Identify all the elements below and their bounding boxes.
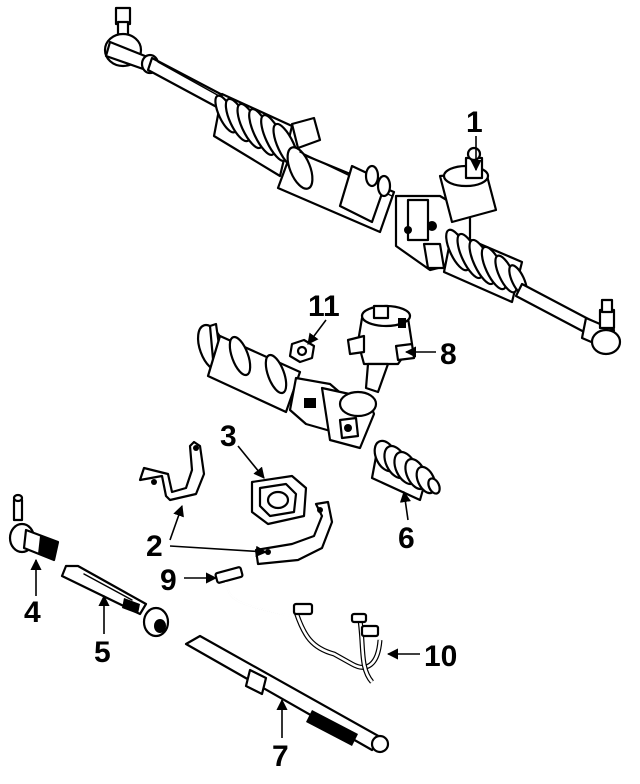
- rack-housing-bare: [196, 322, 378, 450]
- callout-10: 10: [424, 640, 457, 673]
- callout-7: 7: [272, 740, 289, 773]
- return-line-part-10: [292, 602, 383, 684]
- callout-9: 9: [160, 564, 177, 597]
- callout-6: 6: [398, 522, 415, 555]
- callout-2: 2: [146, 530, 163, 563]
- outer-tie-rod-end-part-4: [8, 493, 60, 562]
- bellow-boot-part-6: [370, 439, 441, 502]
- callout-8: 8: [440, 338, 457, 371]
- callout-11: 11: [308, 290, 340, 323]
- clamp-upper-part-2: [138, 440, 206, 502]
- rack-housing-tube: [276, 146, 396, 234]
- pinion-valve-housing: [394, 146, 498, 272]
- right-tie-rod-end: [580, 298, 622, 356]
- rack-and-pinion-assembly: [103, 6, 622, 356]
- callout-3: 3: [220, 420, 237, 453]
- callout-1: 1: [466, 106, 483, 139]
- right-bellow-boot: [442, 228, 528, 304]
- callout-labels: 1 2 3 4 5 6 7 8 9 10 11: [24, 106, 483, 773]
- nut-part-11: [288, 338, 316, 364]
- inner-tie-rod-part-5: [60, 564, 170, 638]
- leader-lines: [30, 136, 482, 738]
- clamp-lower-part-2: [254, 500, 334, 566]
- bushing-part-3: [250, 474, 308, 526]
- rack-bar-part-7: [184, 634, 390, 754]
- callout-5: 5: [94, 636, 111, 669]
- pressure-line-part-9: [214, 566, 301, 619]
- callout-4: 4: [24, 596, 41, 629]
- valve-body-part-8: [346, 304, 416, 394]
- left-bellow-boot: [212, 92, 300, 178]
